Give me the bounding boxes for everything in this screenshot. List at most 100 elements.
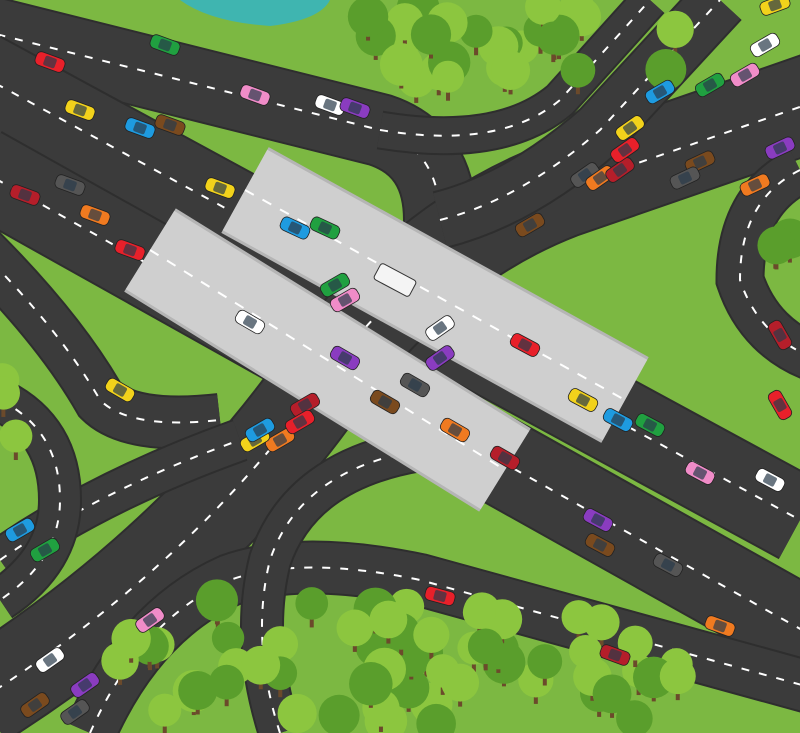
tree-canopy [209, 664, 245, 700]
car [634, 413, 666, 437]
tree-canopy [416, 703, 456, 733]
car-windows [243, 315, 257, 329]
tree-canopy [491, 50, 531, 90]
car-windows [758, 38, 772, 52]
car-windows [213, 181, 227, 195]
car [439, 417, 471, 443]
car [54, 174, 86, 196]
lane-marking [439, 0, 721, 221]
car-windows [433, 351, 447, 365]
car [610, 137, 640, 163]
car-windows [703, 78, 717, 92]
overpasses [124, 147, 649, 512]
tree-canopy [467, 628, 504, 665]
car-windows [661, 558, 675, 572]
tree-canopy [195, 579, 239, 622]
car [124, 117, 156, 139]
car [425, 345, 455, 371]
car-windows [576, 393, 590, 407]
car-windows [448, 423, 462, 437]
car [70, 672, 100, 698]
car [20, 692, 50, 718]
car-windows [608, 648, 622, 662]
van-body [373, 263, 417, 297]
car [104, 377, 136, 403]
car [694, 72, 726, 98]
tree-canopy [757, 226, 796, 265]
car-windows [298, 398, 312, 412]
car-windows [293, 415, 307, 429]
car-windows [773, 398, 787, 412]
car-windows [408, 378, 422, 392]
lane-marking [0, 439, 241, 561]
tree-canopy [347, 0, 389, 37]
lane-marking [149, 249, 506, 471]
car-windows [78, 678, 92, 692]
tree-canopy [369, 600, 408, 639]
van [373, 263, 417, 297]
car-windows [158, 38, 172, 52]
tree-canopy [295, 587, 329, 620]
car [489, 445, 521, 471]
tree-canopy [178, 670, 218, 711]
car [244, 417, 276, 443]
car [369, 389, 401, 415]
car-windows [378, 395, 392, 409]
car-windows [143, 613, 157, 627]
car [749, 32, 781, 58]
car [602, 408, 634, 432]
car-windows [611, 413, 625, 427]
car-windows [88, 208, 102, 222]
car [329, 287, 361, 313]
car-windows [623, 121, 637, 135]
tree-canopy [211, 621, 245, 655]
car-windows [498, 451, 512, 465]
car-windows [593, 538, 607, 552]
cars [4, 0, 796, 725]
car [339, 97, 371, 119]
car-windows [738, 68, 752, 82]
tree-canopy [277, 693, 317, 733]
car-windows [68, 705, 82, 719]
car-windows [678, 171, 692, 185]
car [4, 517, 36, 543]
pond [180, 0, 330, 26]
car [114, 239, 146, 261]
lane-marking [379, 0, 651, 137]
car-windows [773, 328, 787, 342]
car [514, 212, 546, 238]
car [60, 699, 90, 725]
lane-marking [244, 189, 626, 401]
car-windows [591, 513, 605, 527]
lane-marking [0, 269, 221, 424]
car [684, 461, 716, 485]
tree-canopy [656, 10, 694, 48]
car-windows [748, 178, 762, 192]
car-windows [618, 143, 632, 157]
car [582, 508, 614, 532]
car-windows [523, 218, 537, 232]
tree-canopy [0, 376, 20, 410]
car [29, 537, 61, 563]
car-windows [338, 351, 352, 365]
car [754, 468, 786, 492]
car [264, 427, 296, 453]
tree-canopy [462, 595, 496, 629]
car [309, 216, 341, 240]
tree-canopy [241, 645, 281, 685]
lane-marking [0, 399, 62, 601]
tree-canopy [413, 616, 450, 653]
tree-canopy [318, 694, 360, 733]
car-windows [433, 590, 447, 602]
car-windows [123, 243, 137, 257]
car-windows [18, 188, 32, 202]
tree-canopy [459, 14, 493, 48]
car-windows [38, 543, 52, 557]
car [319, 272, 351, 298]
car [425, 315, 455, 341]
tree-canopy [616, 700, 653, 733]
tree-canopy [379, 43, 423, 86]
car-windows [248, 88, 262, 102]
